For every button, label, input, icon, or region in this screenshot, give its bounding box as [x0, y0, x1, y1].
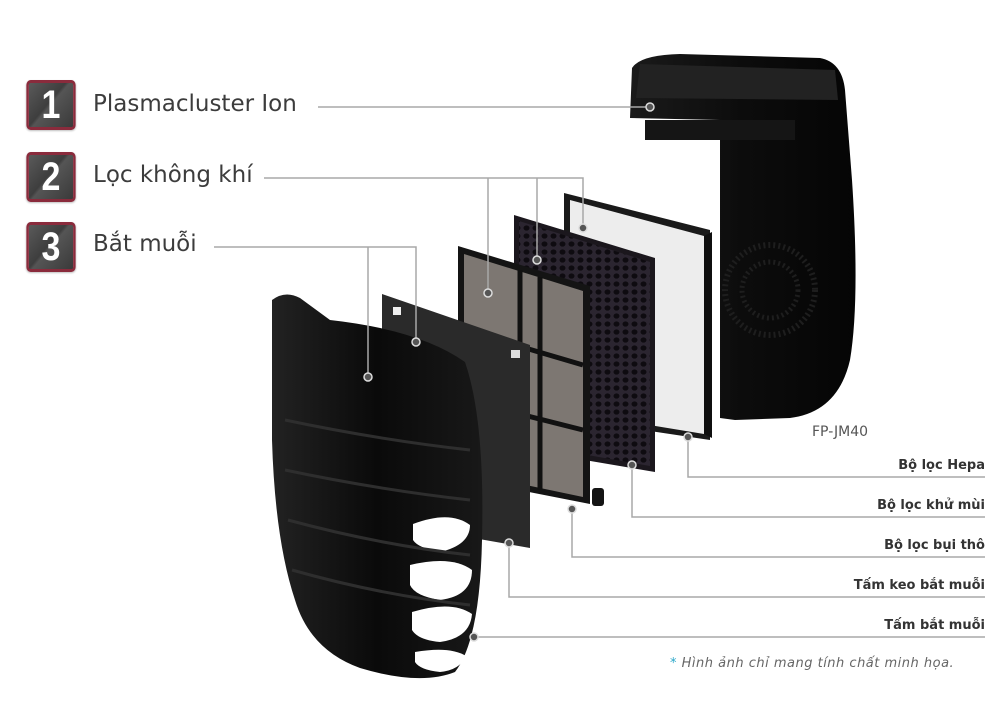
part-label-deodorizing: Bộ lọc khử mùi [877, 498, 985, 513]
part-label-catcher: Tấm bắt muỗi [884, 618, 985, 633]
mosquito-catcher-grille [272, 294, 483, 679]
note-star: * [670, 656, 677, 671]
part-label-hepa: Bộ lọc Hepa [898, 458, 985, 473]
feature-label-mosquito: Bắt muỗi [93, 231, 197, 257]
disclaimer-note: * Hình ảnh chỉ mang tính chất minh họa. [670, 656, 954, 671]
feature-badge-1: 1 [26, 80, 76, 130]
part-label-pre-filter: Bộ lọc bụi thô [884, 538, 985, 553]
callout-lines [214, 106, 985, 638]
part-label-glue-sheet: Tấm keo bắt muỗi [853, 578, 985, 593]
feature-label-air-filter: Lọc không khí [93, 162, 253, 188]
model-label: FP-JM40 [812, 424, 869, 440]
feature-badge-2: 2 [26, 152, 76, 202]
feature-badge-3: 3 [26, 222, 76, 272]
feature-label-plasmacluster: Plasmacluster Ion [93, 91, 297, 117]
callout-dots [363, 102, 693, 642]
note-text: Hình ảnh chỉ mang tính chất minh họa. [681, 656, 955, 671]
purifier-body [630, 54, 856, 420]
